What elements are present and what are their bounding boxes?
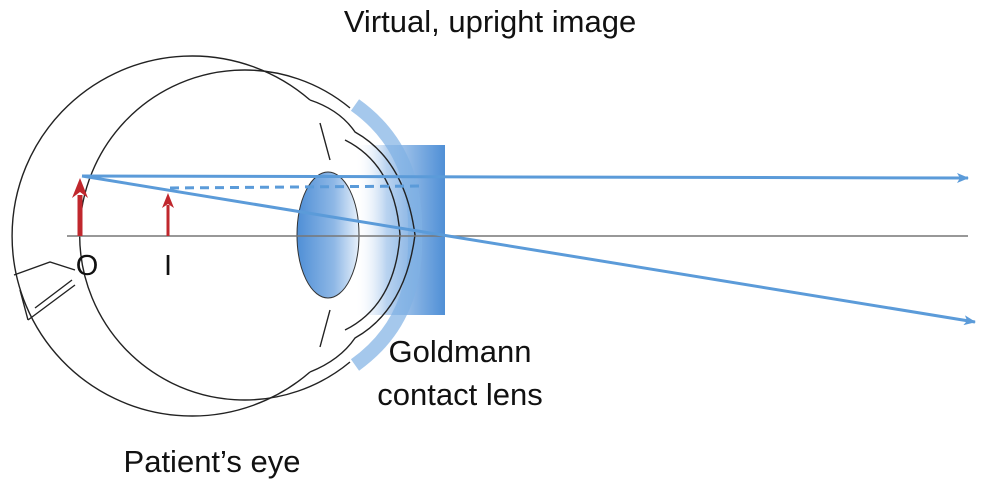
virtual-ray-dashed: [169, 184, 421, 190]
object-label: O: [76, 250, 99, 282]
lens-label-1: Goldmann: [388, 334, 531, 369]
image-label: I: [164, 250, 172, 282]
object-arrow: [72, 178, 88, 236]
image-arrow: [162, 193, 174, 236]
lens-label-2: contact lens: [377, 377, 542, 412]
ray-lower: [81, 174, 976, 326]
crystalline-lens: [296, 171, 360, 299]
eye-label: Patient’s eye: [124, 444, 301, 479]
ray-upper: [81, 172, 969, 183]
title: Virtual, upright image: [344, 4, 636, 39]
